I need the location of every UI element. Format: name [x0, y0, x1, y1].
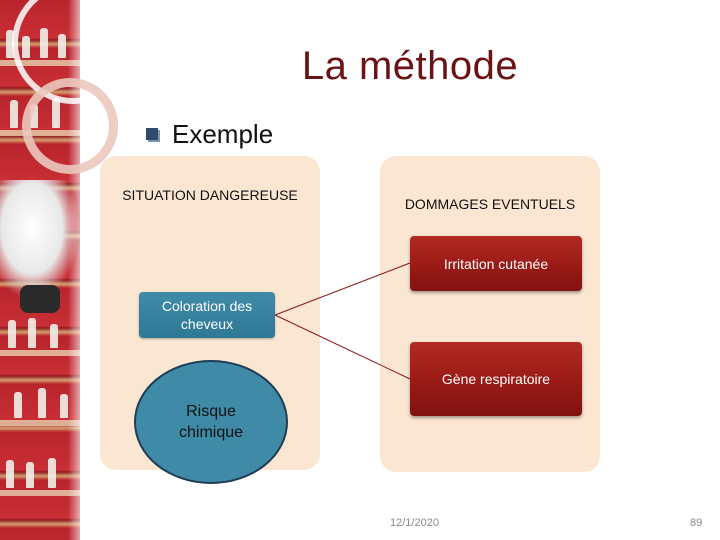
footer-date: 12/1/2020: [390, 517, 439, 529]
situation-box: Coloration des cheveux: [139, 292, 275, 338]
damages-heading: DOMMAGES EVENTUELS: [404, 196, 576, 212]
risk-label: Risque chimique: [178, 403, 244, 441]
bullet-item: Exemple: [146, 118, 273, 150]
salon-photo-image: [0, 0, 80, 540]
situation-heading: SITUATION DANGEREUSE: [122, 187, 298, 203]
page-number: 89: [690, 517, 703, 529]
situation-label: Coloration des cheveux: [161, 298, 253, 332]
damages-panel: [380, 156, 600, 472]
risk-circle: Risque chimique: [134, 360, 288, 484]
bullet-text: Exemple: [172, 118, 274, 149]
damage-label: Irritation cutanée: [443, 255, 549, 272]
damage-box-irritation: Irritation cutanée: [410, 236, 582, 291]
slide-title: La méthode: [301, 44, 519, 88]
square-bullet-icon: [146, 128, 158, 140]
damage-box-gene: Gène respiratoire: [410, 342, 582, 416]
damage-label: Gène respiratoire: [441, 371, 551, 387]
